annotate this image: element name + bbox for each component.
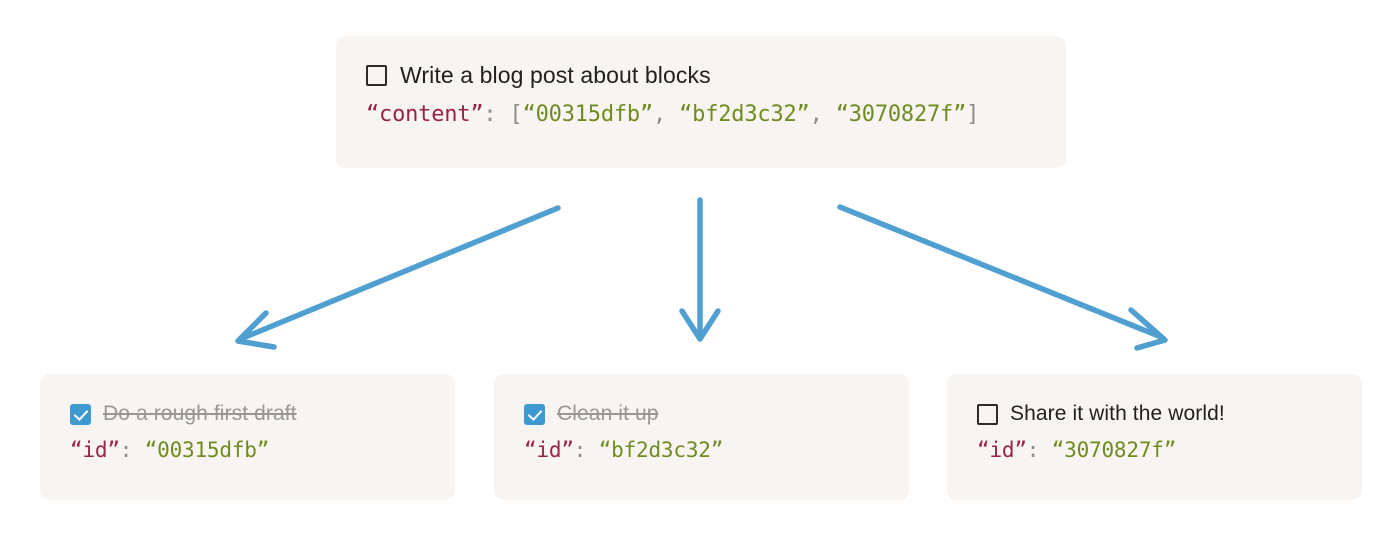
child-task-title: Share it with the world! [1010, 402, 1225, 425]
child-task-row[interactable]: Clean it up [524, 402, 879, 426]
code-value-2-quote-open: “ [835, 102, 849, 127]
parent-code-line: “content”: [“00315dfb”, “bf2d3c32”, “307… [366, 102, 1036, 127]
code-key-name: id [536, 438, 562, 462]
child-task-title: Clean it up [557, 402, 659, 425]
arrow-to-first-child [235, 205, 561, 350]
code-key-quote-close: ” [107, 438, 120, 462]
code-value-quote-close: ” [710, 438, 724, 462]
code-key-quote-open: “ [977, 438, 990, 462]
code-key-quote-close: ” [561, 438, 574, 462]
code-value-1: bf2d3c32 [692, 102, 797, 127]
code-key-name: content [379, 102, 471, 127]
child-code-line: “id”: “bf2d3c32” [524, 438, 879, 462]
code-key: “ [366, 102, 380, 127]
code-key-quote-open: “ [524, 438, 537, 462]
code-value-quote-close: ” [1163, 438, 1177, 462]
code-value: bf2d3c32 [611, 438, 711, 462]
checkbox-empty-icon[interactable] [366, 65, 387, 86]
code-bracket-close: ] [966, 102, 980, 127]
checkbox-checked-icon[interactable] [70, 403, 91, 425]
child-task-row[interactable]: Share it with the world! [977, 402, 1332, 426]
code-value-0-quote-open: “ [522, 102, 536, 127]
code-value-1-quote-close: ” [796, 102, 810, 127]
child-task-card[interactable]: Do a rough first draft “id”: “00315dfb” [40, 374, 455, 500]
parent-task-card[interactable]: Write a blog post about blocks “content”… [336, 36, 1066, 168]
child-task-title: Do a rough first draft [103, 402, 297, 425]
code-value-2: 3070827f [848, 102, 954, 127]
child-task-card[interactable]: Clean it up “id”: “bf2d3c32” [494, 374, 909, 500]
code-colon: : [573, 438, 587, 462]
code-value-1-quote-open: “ [679, 102, 693, 127]
checkbox-empty-icon[interactable] [977, 403, 998, 425]
code-value-0: 00315dfb [535, 102, 641, 127]
code-key-name: id [989, 438, 1015, 462]
parent-task-row[interactable]: Write a blog post about blocks [366, 62, 1036, 89]
code-value-quote-open: “ [598, 438, 612, 462]
arrow-to-third-child [837, 204, 1168, 351]
child-task-card[interactable]: Share it with the world! “id”: “3070827f… [947, 374, 1362, 500]
code-key-quote-close: ” [1014, 438, 1027, 462]
checkbox-checked-icon[interactable] [524, 403, 545, 425]
child-code-line: “id”: “3070827f” [977, 438, 1332, 462]
code-key-name: id [82, 438, 108, 462]
code-key-quote-open: “ [70, 438, 83, 462]
parent-task-title: Write a blog post about blocks [400, 62, 711, 88]
code-value-quote-open: “ [1051, 438, 1065, 462]
arrow-to-second-child [679, 197, 721, 342]
code-value-quote-open: “ [144, 438, 158, 462]
code-value: 00315dfb [157, 438, 257, 462]
code-value-0-quote-close: ” [639, 102, 654, 127]
code-colon: : [1026, 438, 1040, 462]
child-task-row[interactable]: Do a rough first draft [70, 402, 425, 426]
code-colon: : [119, 438, 133, 462]
code-comma-1: , [809, 102, 823, 127]
code-comma-0: , [653, 102, 667, 127]
code-value-quote-close: ” [256, 438, 270, 462]
child-code-line: “id”: “00315dfb” [70, 438, 425, 462]
code-key-quote-close: ” [470, 102, 484, 127]
code-value-2-quote-close: ” [953, 102, 967, 127]
code-value: 3070827f [1064, 438, 1164, 462]
code-colon: : [483, 102, 497, 127]
code-bracket-open: [ [509, 102, 523, 127]
